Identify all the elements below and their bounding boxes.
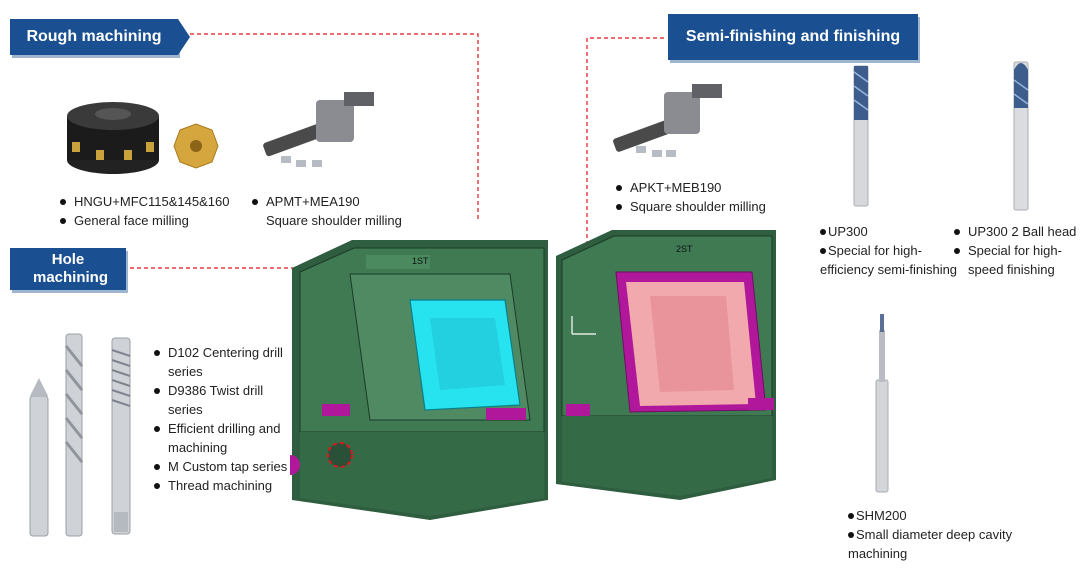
axis-triad-icon <box>571 316 596 335</box>
shoulder-mill-image-left <box>263 92 374 167</box>
up300-name: UP300 <box>828 224 868 239</box>
semi-tool-name: APKT+MEB190 <box>630 180 722 195</box>
mold-left-tag: 1ST <box>412 256 429 266</box>
face-mill-image <box>67 102 159 174</box>
semi-tool-label: APKT+MEB190 Square shoulder milling <box>616 178 766 216</box>
shm200-desc-2: machining <box>848 546 908 561</box>
rough-tool-label-2: APMT+MEA190 Square shoulder milling <box>252 192 402 230</box>
semi-finishing-title: Semi-finishing and finishing <box>685 28 901 45</box>
rough-tool-desc-1: General face milling <box>74 213 189 228</box>
up300-ball-desc-1: Special for high- <box>968 243 1062 258</box>
rough-tool-name-2: APMT+MEA190 <box>266 194 360 209</box>
micro-mill-shm200-image <box>875 314 889 493</box>
shm200-desc-1: Small diameter deep cavity <box>856 527 1013 542</box>
shm200-label: SHM200 Small diameter deep cavity machin… <box>848 506 1012 563</box>
up300-label: UP300 Special for high- efficiency semi-… <box>820 222 957 279</box>
ball-mill-up300-image <box>1013 61 1029 211</box>
hole-item-5: Thread machining <box>168 478 273 493</box>
up300-ball-label: UP300 2 Ball head Special for high- spee… <box>954 222 1076 279</box>
rough-machining-badge: Rough machining <box>10 19 190 55</box>
rough-tool-label-1: HNGU+MFC115&145&160 General face milling <box>60 192 229 230</box>
hole-item-1-cont: series <box>168 364 203 379</box>
rough-machining-title: Rough machining <box>26 28 162 45</box>
end-mill-up300-image <box>853 65 869 207</box>
up300-ball-name: UP300 2 Ball head <box>968 224 1077 239</box>
rough-tool-name-1: HNGU+MFC115&145&160 <box>74 194 230 209</box>
shoulder-mill-image-right <box>613 84 722 157</box>
hole-item-4: M Custom tap series <box>168 459 288 474</box>
mold-right-tag: 2ST <box>676 244 693 254</box>
rough-tool-desc-2: Square shoulder milling <box>266 213 402 228</box>
hole-machining-badge: Hole machining <box>10 248 126 290</box>
hole-item-3-cont: machining <box>168 440 228 455</box>
hole-item-2-cont: series <box>168 402 203 417</box>
tap-image <box>111 337 131 535</box>
twist-drill-image <box>64 333 84 537</box>
mold-right <box>556 230 776 500</box>
shm200-name: SHM200 <box>856 508 907 523</box>
leader-rough <box>183 33 479 222</box>
hole-tools-list: D102 Centering drill series D9386 Twist … <box>154 343 287 495</box>
up300-desc-2: efficiency semi-finishing <box>820 262 958 277</box>
hole-item-2: D9386 Twist drill <box>168 383 264 398</box>
centering-drill-image <box>29 378 49 537</box>
hole-item-3: Efficient drilling and <box>168 421 281 436</box>
leader-semi <box>586 37 664 315</box>
semi-finishing-badge: Semi-finishing and finishing <box>668 14 918 60</box>
semi-tool-desc: Square shoulder milling <box>630 199 766 214</box>
up300-ball-desc-2: speed finishing <box>968 262 1055 277</box>
mold-left <box>290 240 548 520</box>
hole-item-1: D102 Centering drill <box>168 345 283 360</box>
octagon-insert-image <box>173 123 219 169</box>
hole-machining-title: Hole machining <box>33 251 109 286</box>
up300-desc-1: Special for high- <box>828 243 922 258</box>
